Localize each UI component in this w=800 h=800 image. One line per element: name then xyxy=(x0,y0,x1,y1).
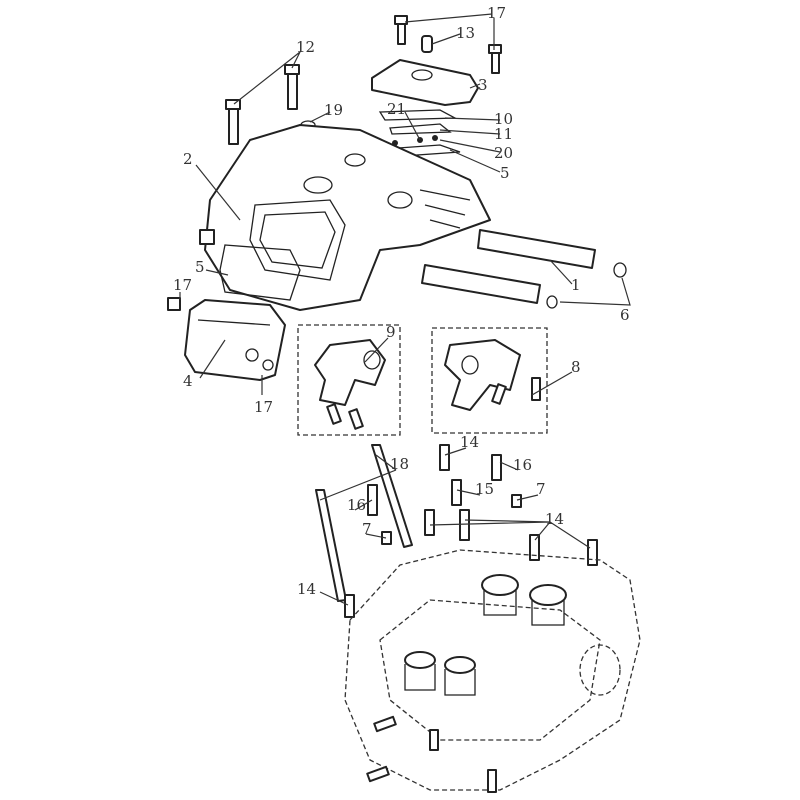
callout-12: 12 xyxy=(296,38,315,56)
side-cover-part xyxy=(167,244,301,381)
callout-1: 1 xyxy=(571,276,581,294)
callout-14: 14 xyxy=(460,433,479,451)
callout-7: 7 xyxy=(536,480,546,498)
rocker-arm-box-8 xyxy=(431,327,548,434)
bolts-top xyxy=(225,15,502,165)
callout-17c: 17 xyxy=(254,398,273,416)
callout-4: 4 xyxy=(183,372,193,390)
callout-6: 6 xyxy=(620,306,630,324)
callout-17: 17 xyxy=(487,4,506,22)
callout-14b: 14 xyxy=(545,510,564,528)
callout-2: 2 xyxy=(183,150,193,168)
callout-16b: 16 xyxy=(347,496,366,514)
callout-16: 16 xyxy=(513,456,532,474)
callout-5: 5 xyxy=(500,164,510,182)
bolts-and-studs xyxy=(315,444,598,618)
callout-19: 19 xyxy=(324,101,343,119)
callout-9: 9 xyxy=(386,323,396,341)
callout-13: 13 xyxy=(456,24,475,42)
callout-7b: 7 xyxy=(362,520,372,538)
cylinder-head-cover-part xyxy=(199,124,491,311)
callout-17b: 17 xyxy=(173,276,192,294)
callout-3: 3 xyxy=(478,76,488,94)
leader-lines xyxy=(179,13,631,606)
rocker-shafts-part xyxy=(421,229,627,309)
callout-21: 21 xyxy=(387,100,406,118)
rocker-arms-part xyxy=(314,339,541,430)
callout-8: 8 xyxy=(571,358,581,376)
callout-14c: 14 xyxy=(297,580,316,598)
callout-5b: 5 xyxy=(195,258,205,276)
callout-10: 10 xyxy=(494,110,513,128)
callout-11: 11 xyxy=(494,125,513,143)
callout-labels: 17 13 3 10 11 21 20 5 12 19 2 1 6 5 17 4… xyxy=(173,4,630,598)
callout-18: 18 xyxy=(390,455,409,473)
cylinder-head-part xyxy=(344,549,641,793)
callout-20: 20 xyxy=(494,144,513,162)
rocker-arm-box-9 xyxy=(297,324,401,436)
callout-15: 15 xyxy=(475,480,494,498)
